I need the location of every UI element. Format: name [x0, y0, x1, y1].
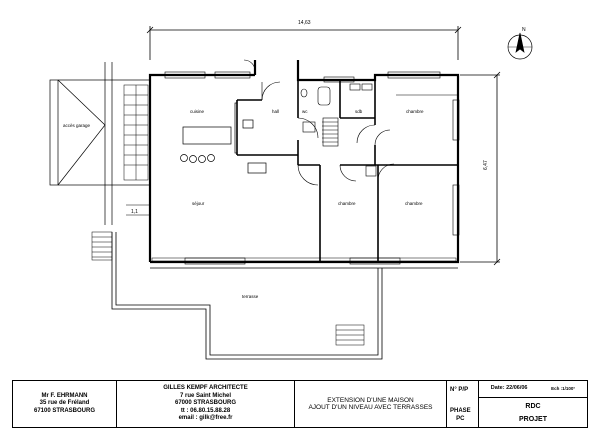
room-label-terrasse: terrasse: [242, 294, 259, 299]
scale-text: Ech :1/100°: [551, 386, 576, 392]
room-label-sejour: séjour: [192, 201, 205, 206]
project-line-2: AJOUT D'UN NIVEAU AVEC TERRASSES: [308, 404, 433, 411]
phase-group: PHASE PC: [450, 408, 471, 423]
architect-cell: GILLES KEMPF ARCHITECTE 7 rue Saint Mich…: [117, 381, 295, 427]
title-block: Mr F. EHRMANN 35 rue de Fréland 67100 ST…: [12, 380, 588, 428]
width-dimension-label: 14,63: [298, 20, 311, 26]
terrace-outline: [111, 232, 383, 360]
client-street: 35 rue de Fréland: [39, 400, 90, 407]
client-name: Mr F. EHRMANN: [41, 392, 88, 399]
door-swings: [243, 59, 395, 186]
client-cell: Mr F. EHRMANN 35 rue de Fréland 67100 ST…: [13, 381, 117, 427]
room-label-chambre-mid: chambre: [338, 201, 356, 206]
room-label-chambre-right: chambre: [405, 201, 423, 206]
level-label: RDC: [525, 403, 541, 410]
np-label: N° P/P: [450, 387, 469, 393]
north-label: N: [522, 27, 526, 33]
architect-email: email : gilk@free.fr: [178, 415, 233, 422]
architect-phone: tt : 06.80.15.88.28: [180, 407, 231, 414]
architect-name: GILLES KEMPF ARCHITECTE: [163, 385, 248, 392]
architect-city: 67000 STRASBOURG: [174, 400, 237, 407]
date-scale-cell: Date: 22/06/06 Ech :1/100° RDC PROJET: [479, 381, 587, 427]
phase-label: PHASE: [450, 408, 471, 414]
bathroom-fixtures: [300, 83, 377, 177]
terrace-stair-right: [335, 324, 365, 346]
client-city: 67100 STRASBOURG: [33, 407, 96, 414]
terrace-stair-left: [91, 231, 113, 261]
kitchen-furniture: [180, 102, 267, 174]
status-label: PROJET: [518, 416, 547, 423]
room-label-hall: hall: [272, 109, 279, 114]
interior-walls: [236, 80, 458, 262]
interior-stair: [322, 121, 338, 143]
room-label-sdb: sdb: [355, 109, 363, 114]
height-dimension-label: 6,47: [483, 160, 489, 170]
room-label-acces-garage: accès garage: [63, 123, 91, 128]
architect-street: 7 rue Saint Michel: [179, 392, 231, 399]
small-dimension-label: 1,1: [131, 209, 138, 215]
garage-access-ramp: [49, 62, 151, 225]
room-label-cuisine: cuisine: [190, 109, 205, 114]
project-line-1: EXTENSION D'UNE MAISON: [327, 396, 414, 404]
room-label-wc: wc: [302, 109, 308, 114]
phase-value: PC: [456, 415, 465, 422]
room-label-chambre-top: chambre: [406, 109, 424, 114]
date-text: Date: 22/06/06: [490, 385, 528, 392]
north-arrow-icon: [507, 32, 533, 60]
west-stair: [123, 84, 149, 181]
project-cell: EXTENSION D'UNE MAISON AJOUT D'UN NIVEAU…: [295, 381, 447, 427]
phase-cell: N° P/P PHASE PC: [447, 381, 479, 427]
